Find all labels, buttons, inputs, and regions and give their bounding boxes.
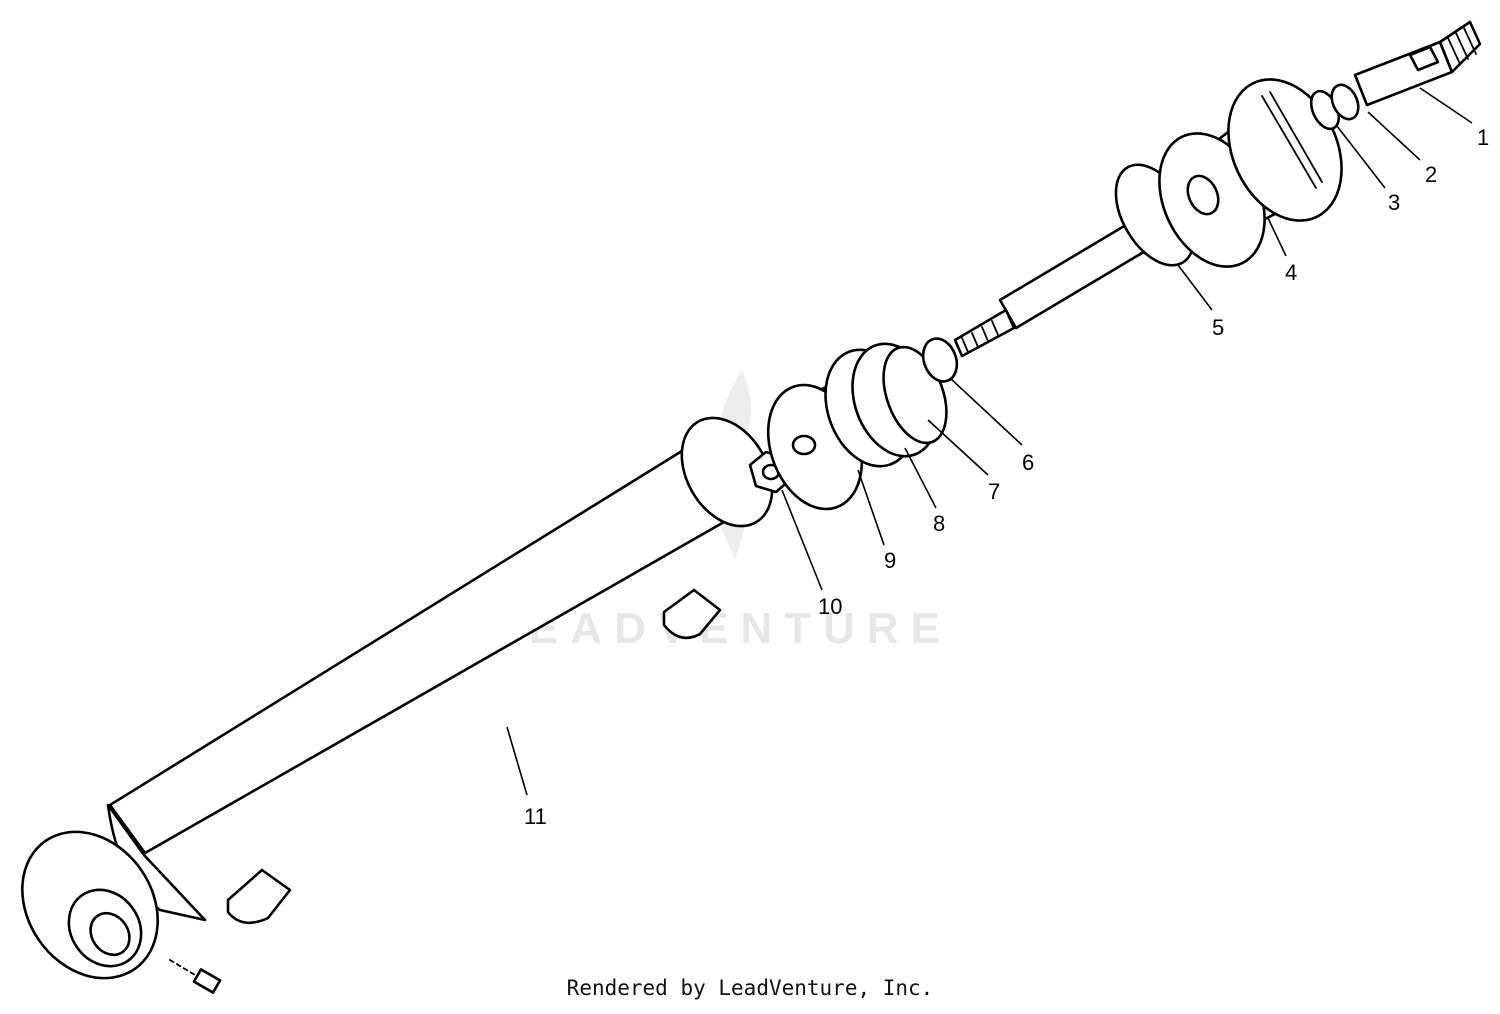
callout-1: 1 [1477,125,1489,150]
callout-7: 7 [988,479,1000,504]
callout-11: 11 [524,804,547,829]
callout-9: 9 [884,548,896,573]
leader-lines [506,87,1473,796]
callout-3: 3 [1388,190,1400,215]
part-2-retainer-ring [1330,83,1360,121]
callout-8: 8 [933,511,945,536]
callout-5: 5 [1212,315,1224,340]
part-1-rod-end [1353,20,1482,107]
callout-6: 6 [1022,450,1034,475]
part-6-o-ring [921,337,959,383]
grease-fitting [169,959,222,994]
part-11-cylinder-barrel [21,416,774,980]
render-credit: Rendered by LeadVenture, Inc. [566,976,934,1000]
callout-labels: 1 2 3 4 5 6 7 8 9 10 11 [524,125,1489,829]
callout-2: 2 [1425,162,1437,187]
callout-10: 10 [818,594,842,619]
callout-4: 4 [1285,260,1297,285]
